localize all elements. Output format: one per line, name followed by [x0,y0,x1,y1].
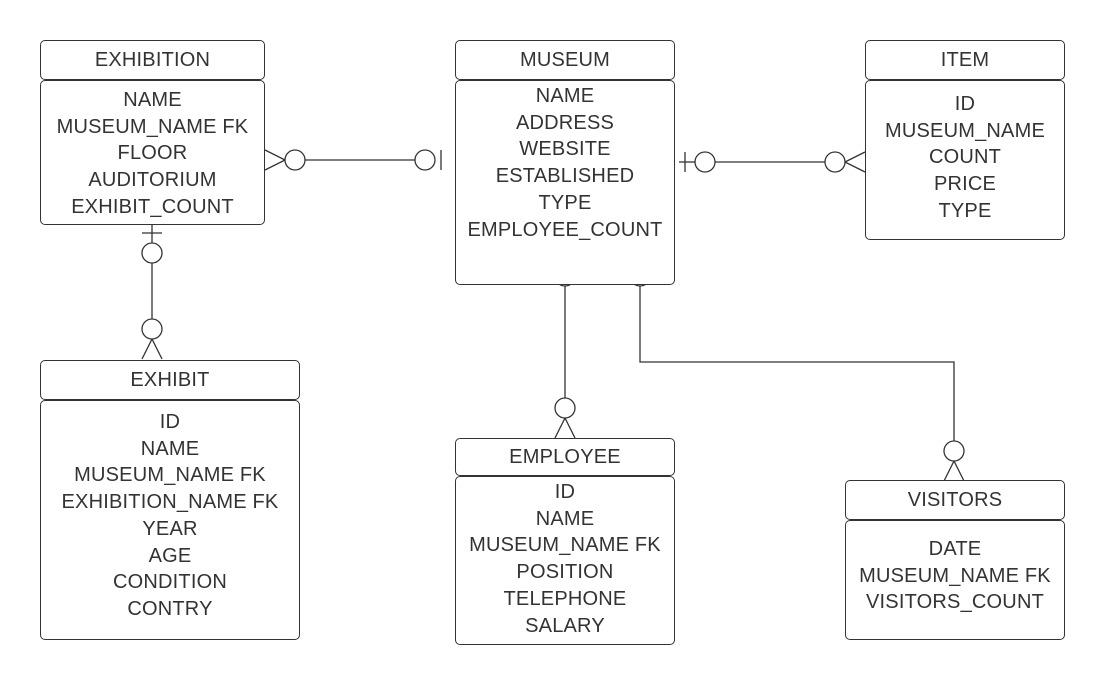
field: MUSEUM_NAME FK [56,115,249,138]
field: ID [954,93,976,115]
field: TYPE [938,199,992,222]
relationship-museum-item [679,151,866,173]
field: VISITORS_COUNT [865,591,1044,614]
field: COUNT [928,146,1002,169]
relationship-museum-exhibition [264,149,442,171]
entity-fields: ID NAME MUSEUM_NAME FK POSITION TELEPHON… [455,476,675,645]
field: PRICE [933,173,997,196]
relationship-museum-visitors [629,246,965,482]
field: EXHIBIT_COUNT [71,195,234,218]
field: CONTRY [127,597,213,620]
entity-fields: ID NAME MUSEUM_NAME FK EXHIBITION_NAME F… [40,400,300,640]
field: TELEPHONE [503,587,627,610]
entity-fields: DATE MUSEUM_NAME FK VISITORS_COUNT [845,520,1065,640]
field: MUSEUM_NAME FK [469,534,661,557]
field: MUSEUM_NAME FK [74,464,266,487]
entity-museum: MUSEUM NAME ADDRESS WEBSITE ESTABLISHED … [455,40,675,285]
entity-item: ITEM ID MUSEUM_NAME COUNT PRICE TYPE [865,40,1065,240]
field: EXHIBITION_NAME FK [61,491,279,514]
field: NAME [123,89,182,111]
entity-fields: ID MUSEUM_NAME COUNT PRICE TYPE [865,80,1065,240]
field: NAME [535,507,595,530]
field: SALARY [525,614,605,637]
field: AGE [148,544,192,567]
field: MUSEUM_NAME FK [859,564,1051,587]
field: WEBSITE [519,138,611,161]
field: TYPE [538,191,592,214]
field: NAME [140,437,200,460]
field: EMPLOYEE_COUNT [467,218,663,241]
field: AUDITORIUM [88,169,217,192]
entity-title: EXHIBIT [40,360,300,400]
field: CONDITION [112,571,228,594]
relationship-exhibition-exhibit [141,225,163,360]
field: MUSEUM_NAME [885,119,1045,142]
field: ID [159,411,181,433]
entity-exhibit: EXHIBIT ID NAME MUSEUM_NAME FK EXHIBITIO… [40,360,300,640]
entity-title: EMPLOYEE [455,438,675,476]
entity-title: ITEM [865,40,1065,80]
field: NAME [535,85,595,107]
field: ID [554,481,576,503]
entity-visitors: VISITORS DATE MUSEUM_NAME FK VISITORS_CO… [845,480,1065,640]
field: POSITION [516,561,614,584]
entity-title: VISITORS [845,480,1065,520]
entity-employee: EMPLOYEE ID NAME MUSEUM_NAME FK POSITION… [455,438,675,645]
entity-title: EXHIBITION [40,40,265,80]
entity-title: MUSEUM [455,40,675,80]
entity-fields: NAME MUSEUM_NAME FK FLOOR AUDITORIUM EXH… [40,80,265,225]
field: FLOOR [117,142,188,165]
entity-fields: NAME ADDRESS WEBSITE ESTABLISHED TYPE EM… [455,80,675,285]
field: YEAR [142,517,198,540]
entity-exhibition: EXHIBITION NAME MUSEUM_NAME FK FLOOR AUD… [40,40,265,225]
field: ESTABLISHED [495,165,635,188]
field: ADDRESS [515,111,615,134]
field: DATE [928,538,982,560]
